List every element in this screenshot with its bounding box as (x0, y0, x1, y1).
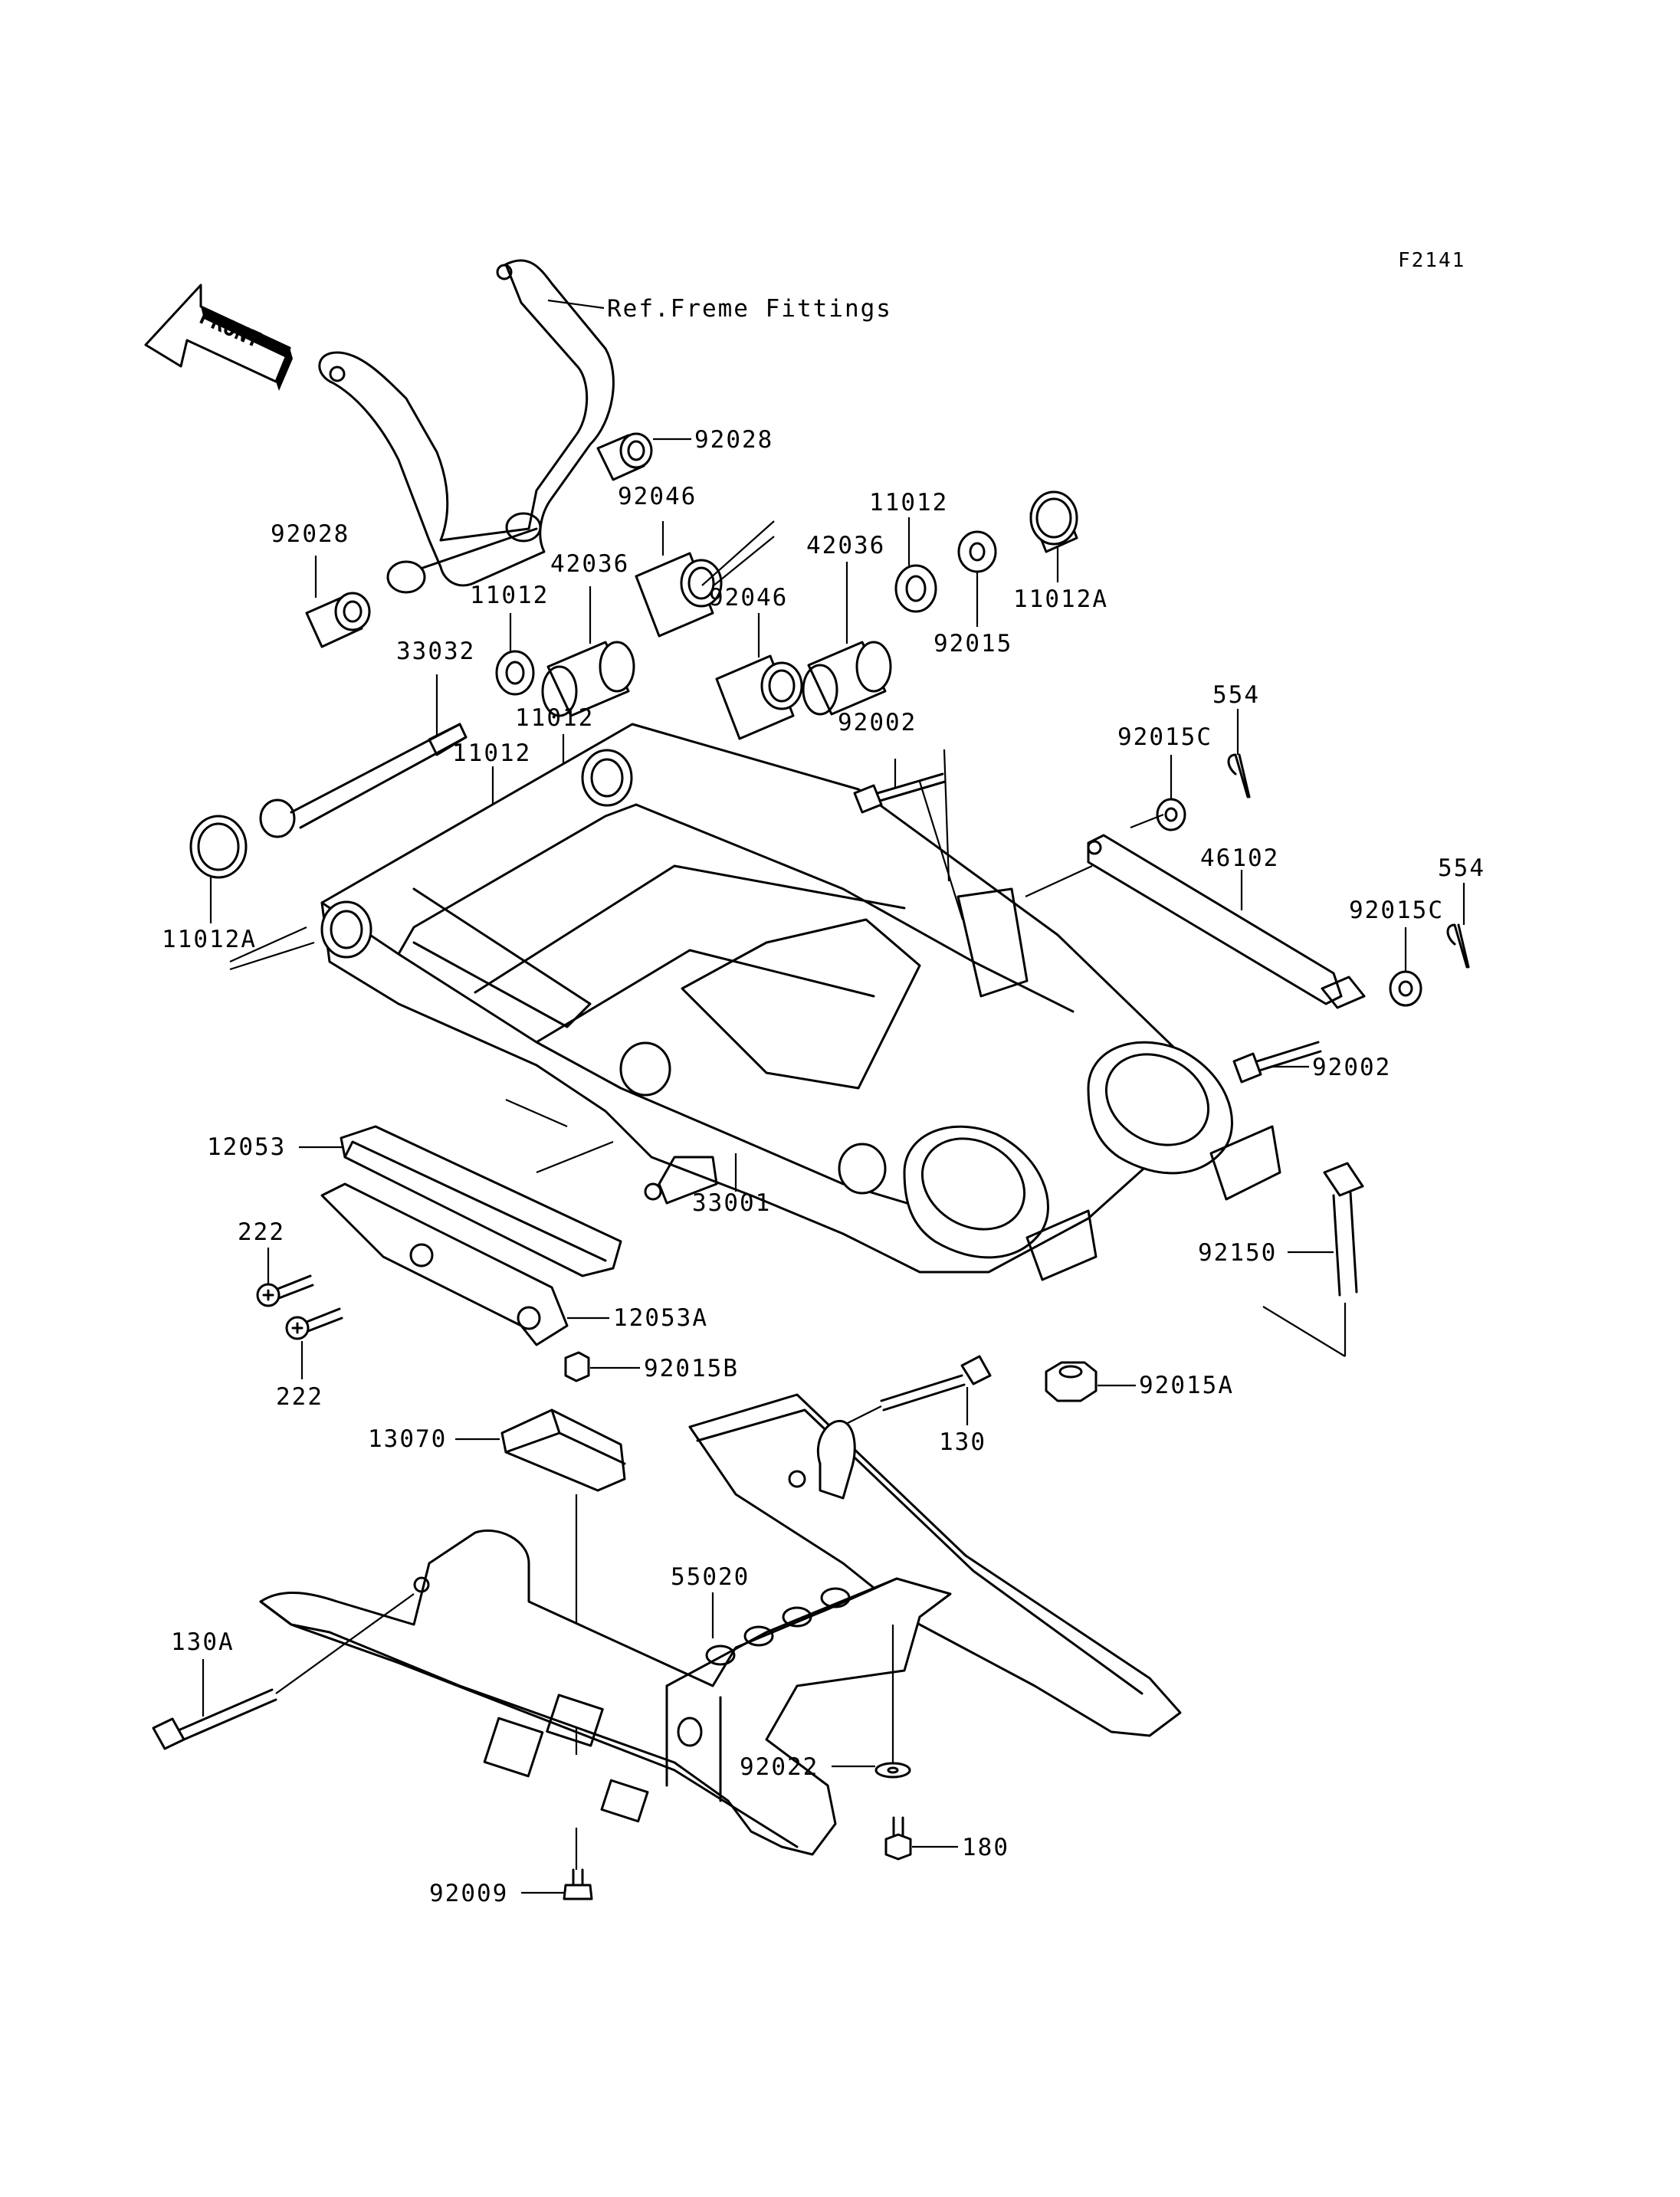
callout-130: 130 (939, 1428, 986, 1456)
callout-11012A-left: 11012A (162, 926, 257, 953)
bushing-92028-top (596, 432, 691, 481)
callout-33032: 33032 (396, 638, 475, 665)
bushing-92028-left (305, 556, 371, 648)
callout-92002-right: 92002 (1312, 1054, 1391, 1081)
seal-11012-a (495, 613, 535, 696)
washer-92022 (832, 1762, 911, 1779)
callout-92046-top: 92046 (618, 483, 697, 510)
nut-92015C-right (1389, 927, 1422, 1007)
callout-12053A: 12053A (613, 1304, 708, 1332)
screw-222-top (256, 1248, 314, 1307)
callout-11012-b: 11012 (515, 704, 594, 732)
callout-11012A-right: 11012A (1013, 585, 1108, 613)
callout-92009: 92009 (429, 1880, 508, 1907)
callout-130A: 130A (171, 1628, 235, 1656)
callout-92028-top: 92028 (694, 426, 773, 454)
figure-code: F2141 (1398, 249, 1465, 272)
callout-222-top: 222 (238, 1218, 285, 1246)
frame-fitting-bracket (318, 259, 615, 594)
front-arrow-icon: FRONT (144, 284, 293, 391)
bolt-92002-top (853, 759, 947, 814)
callout-554-top: 554 (1212, 681, 1260, 709)
swingarm-33001 (320, 723, 1281, 1281)
bolt-180 (884, 1816, 958, 1861)
callout-42036-right: 42036 (806, 532, 885, 559)
callout-92002-top: 92002 (838, 709, 917, 736)
nut-92015C-top (1156, 755, 1186, 831)
callout-42036-left: 42036 (550, 550, 629, 578)
bolt-92150 (1288, 1162, 1364, 1297)
chain-guide-12053A (320, 1182, 609, 1346)
screw-222-bottom (285, 1307, 343, 1379)
needle-bearing-92046-top (635, 521, 723, 638)
tie-rod-46102 (1087, 834, 1366, 1009)
callout-92046-mid: 92046 (709, 584, 788, 612)
callout-92015B: 92015B (644, 1355, 739, 1382)
callout-92028-left: 92028 (271, 520, 349, 548)
cotter-pin-554-top (1227, 709, 1251, 798)
chain-guard-55020 (259, 1393, 1182, 1856)
callout-11012-c: 11012 (452, 739, 531, 767)
callout-92015C-top: 92015C (1117, 723, 1212, 751)
cotter-pin-554-right (1446, 883, 1470, 969)
callout-92015: 92015 (934, 630, 1012, 657)
callout-11012-top: 11012 (869, 489, 948, 516)
callout-92150: 92150 (1198, 1239, 1277, 1267)
callout-33001: 33001 (692, 1189, 771, 1217)
cap-11012A-left (189, 815, 248, 923)
needle-bearing-92046-mid (715, 613, 803, 740)
slider-13070 (455, 1408, 626, 1492)
seal-11012-top (894, 517, 937, 613)
ref-frame-fittings-label: Ref.Freme Fittings (607, 295, 892, 323)
callout-92015C-right: 92015C (1349, 897, 1444, 924)
callout-46102: 46102 (1200, 844, 1279, 872)
bolt-92002-right (1232, 1041, 1322, 1084)
callout-180: 180 (962, 1834, 1009, 1861)
callout-13070: 13070 (368, 1425, 447, 1453)
sleeve-42036-right (802, 562, 892, 716)
callout-222-bottom: 222 (276, 1383, 323, 1411)
nut-92015A (1045, 1361, 1136, 1402)
sleeve-42036-left (541, 586, 635, 717)
cap-11012A-right (1029, 490, 1078, 582)
chain-slider-12053 (299, 1125, 622, 1277)
callout-554-right: 554 (1438, 854, 1485, 882)
collar-92015 (957, 530, 997, 627)
callout-12053: 12053 (207, 1133, 286, 1161)
callout-11012-a: 11012 (470, 582, 549, 609)
grommet-92009 (521, 1868, 593, 1900)
bolt-130A (152, 1659, 277, 1750)
callout-55020: 55020 (671, 1563, 750, 1591)
nut-92015B (564, 1351, 640, 1382)
pivot-shaft-33032 (259, 674, 468, 838)
bolt-130 (880, 1355, 992, 1425)
callout-92015A: 92015A (1139, 1372, 1234, 1399)
callout-92022: 92022 (740, 1753, 819, 1781)
